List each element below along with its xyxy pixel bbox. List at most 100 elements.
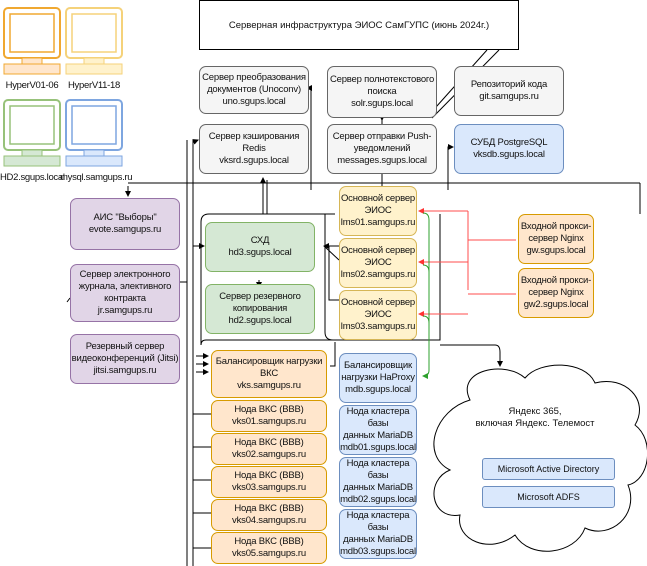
node-text: уведомлений <box>353 143 411 154</box>
node-text: Нода ВКС (BBB) <box>234 470 304 481</box>
node-text: СХД <box>250 235 270 246</box>
node-text: Нода кластера базы <box>346 458 410 481</box>
service-active-directory[interactable]: Microsoft Active Directory <box>482 458 615 480</box>
node-text: данных MariaDB <box>343 482 413 493</box>
host-label: HyperV01-06 <box>5 80 59 91</box>
server-lms01[interactable]: Основной сервер ЭИОС lms01.samgups.ru <box>339 186 417 236</box>
server-lms03[interactable]: Основной сервер ЭИОС lms03.samgups.ru <box>339 290 417 340</box>
node-text: Основной сервер <box>340 297 416 308</box>
server-vks-balancer[interactable]: Балансировщик нагрузки ВКС vks.samgups.r… <box>211 350 327 398</box>
db-link <box>422 212 430 379</box>
node-text: mdb01.sgups.local <box>340 442 416 453</box>
node-text: Сервер отправки Push- <box>332 131 432 142</box>
server-evote[interactable]: АИС "Выборы" evote.samgups.ru <box>70 198 180 250</box>
node-text: lms02.samgups.ru <box>340 269 416 280</box>
server-hd2[interactable]: Сервер резервного копирования hd2.sgups.… <box>205 284 315 334</box>
node-text: Балансировщик <box>344 360 412 371</box>
node-text: Репозиторий кода <box>470 79 548 90</box>
server-postgres[interactable]: СУБД PostgreSQL vksdb.sgups.local <box>454 124 564 174</box>
node-text: hd3.sgups.local <box>228 247 292 258</box>
node-text: hd2.sgups.local <box>228 315 292 326</box>
node-text: gw.sgups.local <box>526 245 586 256</box>
node-text: gw2.sgups.local <box>523 299 589 310</box>
node-text: Сервер кэширования Redis <box>208 131 300 154</box>
node-text: Нода ВКС (BBB) <box>234 536 304 547</box>
node-text: vks05.samgups.ru <box>232 548 306 559</box>
node-text: Основной сервер <box>340 193 416 204</box>
cloud-label-line: включая Яндекс. Телемост <box>475 418 595 429</box>
node-text: Входной прокси- <box>520 275 592 286</box>
server-jr[interactable]: Сервер электронного журнала, элективного… <box>70 264 180 322</box>
server-mdb03[interactable]: Нода кластера базы данных MariaDB mdb03.… <box>339 509 417 559</box>
host-label: mysql.samgups.ru <box>60 172 133 183</box>
node-text: данных MariaDB <box>343 534 413 545</box>
node-text: Нода ВКС (BBB) <box>234 503 304 514</box>
server-mdb-balancer[interactable]: Балансировщик нагрузки HaProxy mdb.sgups… <box>339 353 417 403</box>
node-text: ЭИОС <box>364 257 392 268</box>
server-redis[interactable]: Сервер кэширования Redis vksrd.sgups.loc… <box>199 124 309 174</box>
server-git[interactable]: Репозиторий кода git.samgups.ru <box>454 66 564 116</box>
node-text: Входной прокси- <box>520 221 592 232</box>
node-text: видеоконференций (Jitsi) <box>71 353 179 364</box>
node-text: vks.samgups.ru <box>237 380 301 391</box>
node-text: Нода кластера базы <box>346 406 410 429</box>
node-text: Сервер преобразования <box>202 72 306 83</box>
cloud-label: Яндекс 365, включая Яндекс. Телемост <box>470 406 600 430</box>
node-text: mdb03.sgups.local <box>340 546 416 557</box>
node-text: ЭИОС <box>364 205 392 216</box>
node-text: Сервер электронного <box>79 269 171 280</box>
node-text: нагрузки HaProxy <box>341 372 415 383</box>
server-gw2[interactable]: Входной прокси- сервер Nginx gw2.sgups.l… <box>518 268 594 318</box>
node-text: messages.sgups.local <box>337 155 427 166</box>
server-solr[interactable]: Сервер полнотекстового поиска solr.sgups… <box>327 66 437 118</box>
server-vks01[interactable]: Нода ВКС (BBB) vks01.samgups.ru <box>211 400 327 432</box>
node-text: Основной сервер <box>340 245 416 256</box>
node-text: Нода кластера базы <box>346 510 410 533</box>
node-text: копирования <box>232 303 288 314</box>
diagram-title: Серверная инфраструктура ЭИОС СамГУПС (и… <box>199 0 519 50</box>
server-hd3[interactable]: СХД hd3.sgups.local <box>205 222 315 272</box>
server-push[interactable]: Сервер отправки Push- уведомлений messag… <box>327 124 437 174</box>
node-text: данных MariaDB <box>343 430 413 441</box>
server-gw[interactable]: Входной прокси- сервер Nginx gw.sgups.lo… <box>518 214 594 264</box>
server-vks02[interactable]: Нода ВКС (BBB) vks02.samgups.ru <box>211 433 327 465</box>
node-text: журнала, элективного <box>78 281 172 292</box>
cloud-label-line: Яндекс 365, <box>508 406 562 417</box>
node-text: vks02.samgups.ru <box>232 449 306 460</box>
node-text: git.samgups.ru <box>479 91 539 102</box>
service-label: Microsoft ADFS <box>517 492 580 502</box>
node-text: vksdb.sgups.local <box>473 149 545 160</box>
node-text: АИС "Выборы" <box>93 212 157 223</box>
server-mdb01[interactable]: Нода кластера базы данных MariaDB mdb01.… <box>339 405 417 455</box>
monitor-icon <box>64 98 124 170</box>
server-vks03[interactable]: Нода ВКС (BBB) vks03.samgups.ru <box>211 466 327 498</box>
node-text: mdb02.sgups.local <box>340 494 416 505</box>
node-text: Сервер резервного <box>219 291 301 302</box>
node-text: Балансировщик нагрузки ВКС <box>215 356 323 379</box>
monitor-icon <box>2 6 62 78</box>
node-text: uno.sgups.local <box>222 96 286 107</box>
host-label: HyperV11-18 <box>68 80 120 91</box>
node-text: jr.samgups.ru <box>97 305 153 316</box>
node-text: Сервер полнотекстового <box>329 74 435 85</box>
server-mdb02[interactable]: Нода кластера базы данных MariaDB mdb02.… <box>339 457 417 507</box>
node-text: vks04.samgups.ru <box>232 515 306 526</box>
node-text: Нода ВКС (BBB) <box>234 437 304 448</box>
node-text: СУБД PostgreSQL <box>470 137 548 148</box>
node-text: solr.sgups.local <box>351 98 413 109</box>
node-text: Резервный сервер <box>85 341 165 352</box>
diagram-title-text: Серверная инфраструктура ЭИОС СамГУПС (и… <box>228 19 490 31</box>
server-lms02[interactable]: Основной сервер ЭИОС lms02.samgups.ru <box>339 238 417 288</box>
server-uno[interactable]: Сервер преобразования документов (Unocon… <box>199 66 309 114</box>
monitor-icon <box>2 98 62 170</box>
server-jitsi[interactable]: Резервный сервер видеоконференций (Jitsi… <box>70 334 180 384</box>
node-text: сервер Nginx <box>528 233 584 244</box>
node-text: контракта <box>104 293 146 304</box>
node-text: vks03.samgups.ru <box>232 482 306 493</box>
server-vks04[interactable]: Нода ВКС (BBB) vks04.samgups.ru <box>211 499 327 531</box>
server-vks05[interactable]: Нода ВКС (BBB) vks05.samgups.ru <box>211 532 327 564</box>
service-adfs[interactable]: Microsoft ADFS <box>482 486 615 508</box>
node-text: mdb.sgups.local <box>345 384 411 395</box>
node-text: lms01.samgups.ru <box>340 217 416 228</box>
service-label: Microsoft Active Directory <box>497 464 600 474</box>
